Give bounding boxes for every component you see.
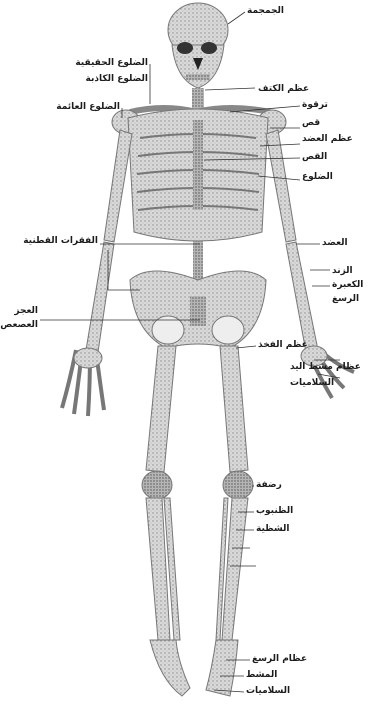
label-coccyx: العصعص xyxy=(0,320,38,331)
label-metacarpals: عظام مشط اليد xyxy=(290,362,361,373)
label-ribs-true: الضلوع الحقيقية xyxy=(75,58,148,69)
label-ribs: الضلوع xyxy=(302,172,333,183)
label-metatarsals: المشط xyxy=(246,670,277,681)
label-phalanges-foot: السلاميات xyxy=(246,686,290,697)
label-scapula: قص xyxy=(302,118,320,129)
label-sternum: القص xyxy=(302,152,327,163)
label-radius-upper: العضد xyxy=(322,238,348,249)
label-ribs-floating: الضلوع العائمة xyxy=(56,102,120,113)
label-sacrum: العجز xyxy=(14,306,38,317)
pelvis xyxy=(130,271,266,348)
rib-cage xyxy=(128,109,268,241)
label-clavicle: ترقوة xyxy=(302,100,328,111)
label-ribs-false: الضلوع الكاذبة xyxy=(86,74,148,85)
label-femur: عظم الفخذ xyxy=(258,340,308,351)
label-carpal: الرسغ xyxy=(332,294,359,305)
label-humerus: عظم العضد xyxy=(302,134,353,145)
label-phalanges-hand: السلاميات xyxy=(290,378,334,389)
label-skull: الجمجمة xyxy=(247,6,284,17)
label-shoulder-blade: عظم الكتف xyxy=(258,84,309,95)
label-tibia: الظنبوب xyxy=(256,506,293,517)
label-patella: رضفة xyxy=(256,480,282,491)
skull xyxy=(168,3,228,88)
legs xyxy=(142,346,253,696)
label-tarsals: عظام الرسغ xyxy=(252,654,307,665)
label-ulna: الزند xyxy=(332,266,353,277)
label-radius: الكعبرة xyxy=(332,280,363,291)
label-fibula: الشظية xyxy=(256,524,290,535)
label-vertebrae-lumbar: الفقرات القطنية xyxy=(23,236,98,247)
